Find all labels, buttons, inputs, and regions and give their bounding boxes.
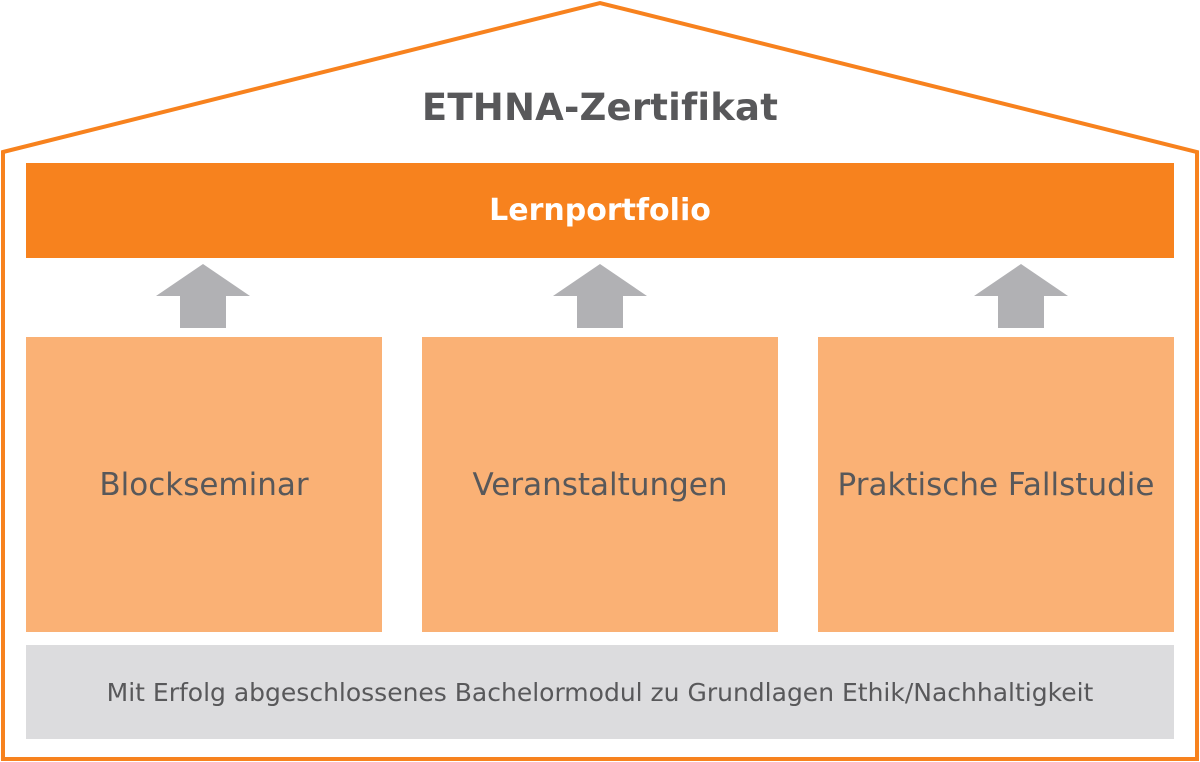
diagram-title: ETHNA-Zertifikat [421,86,779,129]
pillar-label: Blockseminar [99,466,309,503]
pillar-label: Veranstaltungen [472,466,728,503]
pillar-label: Praktische Fallstudie [837,466,1155,503]
pillar-praktische-fallstudie: Praktische Fallstudie [818,337,1174,632]
beam-label: Lernportfolio [489,193,711,228]
lernportfolio-beam: Lernportfolio [26,163,1174,258]
pillar-veranstaltungen: Veranstaltungen [422,337,778,632]
foundation-bachelormodul: Mit Erfolg abgeschlossenes Bachelormodul… [26,645,1174,739]
up-arrow-icon [974,264,1068,328]
up-arrow-icon [156,264,250,328]
pillar-blockseminar: Blockseminar [26,337,382,632]
up-arrow-icon [553,264,647,328]
foundation-label: Mit Erfolg abgeschlossenes Bachelormodul… [106,677,1094,707]
